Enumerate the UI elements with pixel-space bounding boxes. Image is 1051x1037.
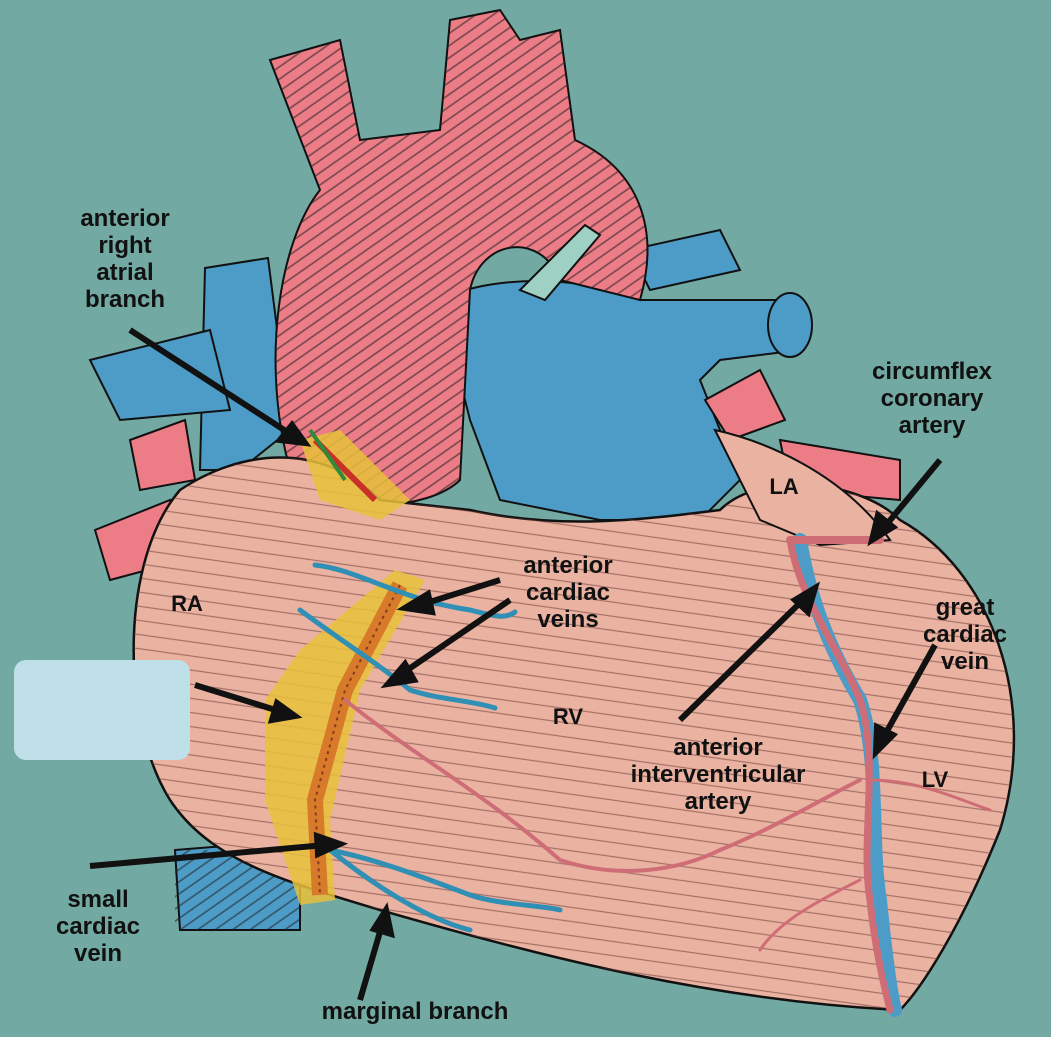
label-great-cardiac-vein: great cardiac vein	[922, 594, 1008, 675]
hidden-label-box	[14, 660, 190, 760]
label-small-cardiac-vein: small cardiac vein	[55, 886, 141, 967]
heart-body	[132, 428, 1016, 1012]
label-anterior-cardiac-veins: anterior cardiac veins	[523, 552, 613, 633]
pulmonary-trunk	[88, 228, 813, 931]
label-lv: LV	[921, 767, 949, 792]
anterior-interventricular-artery	[343, 533, 992, 1017]
label-anterior-interventricular-artery: anterior interventricular artery	[630, 734, 806, 815]
anterior-cardiac-veins	[297, 562, 563, 933]
label-circumflex-coronary-artery: circumflex coronary artery	[871, 358, 993, 439]
label-la: LA	[769, 474, 799, 499]
label-ra: RA	[171, 591, 203, 616]
label-marginal-branch: marginal branch	[321, 998, 509, 1025]
label-rv: RV	[552, 704, 584, 729]
label-anterior-right-atrial-branch: anterior right atrial branch	[80, 205, 170, 313]
pointer-arrows	[89, 327, 943, 1001]
ligamentum-arteriosum	[518, 223, 602, 302]
